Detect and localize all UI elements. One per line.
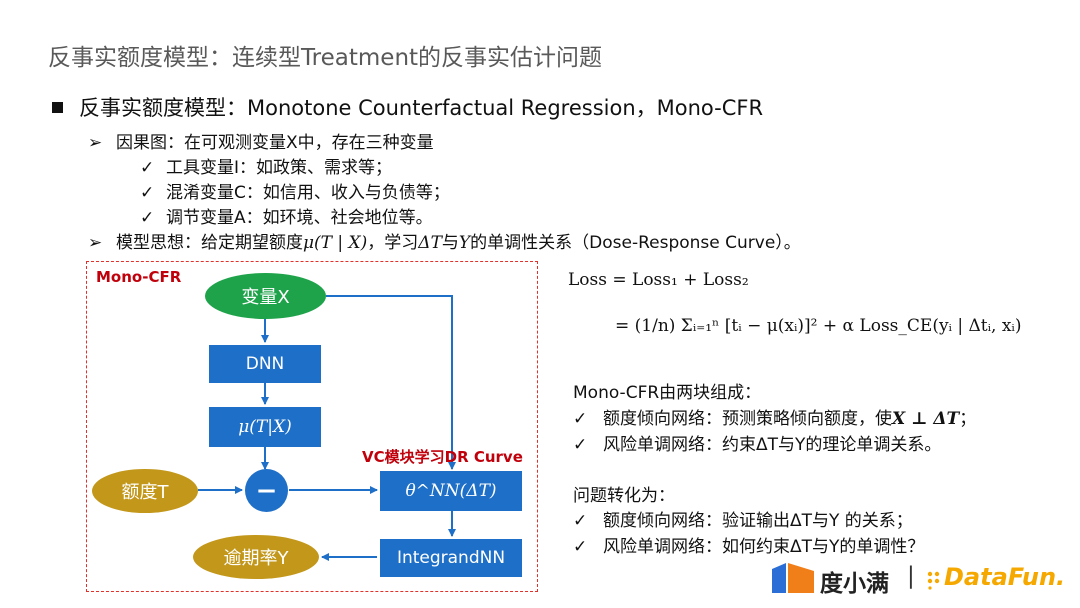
model-idea-y: Y [458,233,471,253]
causal-item-1: ✓ 工具变量I：如政策、需求等； [140,153,392,178]
causal-graph-heading-text: 因果图：在可观测变量X中，存在三种变量 [116,133,434,153]
model-idea-suffix: 的单调性关系（Dose-Response Curve）。 [470,233,801,253]
node-default-rate-y-label: 逾期率Y [223,548,289,569]
duxiaoman-logo-icon [772,563,814,593]
composition-item-1-end: ； [959,409,977,429]
model-idea-and: 与 [441,233,459,253]
main-bullet-text: 反事实额度模型：Monotone Counterfactual Regressi… [79,96,764,120]
problem-item-1: ✓ 额度倾向网络：验证输出ΔT与Y 的关系； [573,506,913,531]
composition-item-1-text: 额度倾向网络：预测策略倾向额度，使 [603,409,892,429]
page-title: 反事实额度模型：连续型Treatment的反事实估计问题 [48,45,603,71]
causal-item-2: ✓ 混淆变量C：如信用、收入与负债等； [140,178,450,203]
duxiaoman-logo-text: 度小满 [820,571,889,597]
model-idea-mu: μ(T | X) [303,233,368,253]
minus-operator-label: − [255,475,278,506]
problem-item-2: ✓ 风险单调网络：如何约束ΔT与Y的单调性？ [573,532,924,557]
vc-module-label: VC模块学习DR Curve [362,448,523,466]
square-bullet-icon [52,101,63,113]
arrow-x-to-theta [326,295,456,470]
causal-item-2-text: 混淆变量C：如信用、收入与负债等； [166,183,450,203]
datafun-logo-text: DataFun. [944,563,1066,591]
problem-item-2-text: 风险单调网络：如何约束ΔT与Y的单调性？ [603,537,925,557]
check-icon: ✓ [573,409,588,429]
mono-cfr-frame [86,261,538,592]
causal-item-3: ✓ 调节变量A：如环境、社会地位等。 [140,203,433,228]
check-icon: ✓ [140,158,155,178]
minus-operator-icon: − [245,469,288,512]
mono-cfr-label: Mono-CFR [96,268,182,286]
composition-item-2: ✓ 风险单调网络：约束ΔT与Y的理论单调关系。 [573,430,941,455]
check-icon: ✓ [573,511,588,531]
causal-item-1-text: 工具变量I：如政策、需求等； [166,158,393,178]
check-icon: ✓ [140,183,155,203]
node-dnn: DNN [209,345,321,383]
model-idea: ➢ 模型思想：给定期望额度μ(T | X)，学习ΔT与Y的单调性关系（Dose-R… [88,228,801,253]
problem-item-1-text: 额度倾向网络：验证输出ΔT与Y 的关系； [603,511,913,531]
node-credit-t-label: 额度T [121,482,169,503]
composition-item-1-math: X ⊥ ΔT [892,409,960,429]
node-mu: μ(T|X) [209,407,321,447]
check-icon: ✓ [140,208,155,228]
model-idea-prefix: 模型思想：给定期望额度 [116,233,303,253]
node-integrandnn-label: IntegrandNN [396,548,506,568]
loss-formula-line2: = (1/n) Σᵢ₌₁ⁿ [tᵢ − μ(xᵢ)]² + α Loss_CE(… [615,316,1022,336]
model-idea-middle: ，学习 [367,233,419,253]
node-variable-x-label: 变量X [241,287,290,308]
causal-item-3-text: 调节变量A：如环境、社会地位等。 [166,208,433,228]
composition-item-2-text: 风险单调网络：约束ΔT与Y的理论单调关系。 [603,435,942,455]
node-dnn-label: DNN [245,354,285,374]
causal-graph-heading: ➢ 因果图：在可观测变量X中，存在三种变量 [88,128,434,153]
loss-formula-line1: Loss = Loss₁ + Loss₂ [568,270,749,290]
composition-item-1: ✓ 额度倾向网络：预测策略倾向额度，使X ⊥ ΔT； [573,404,976,429]
logo-divider: | [907,563,915,589]
check-icon: ✓ [573,435,588,455]
node-theta-label: θ^NN(ΔT) [405,481,497,501]
check-icon: ✓ [573,537,588,557]
node-variable-x: 变量X [205,273,326,319]
composition-heading: Mono-CFR由两块组成： [573,383,762,403]
model-idea-dt: ΔT [418,233,442,253]
arrow-bullet-icon: ➢ [88,133,103,153]
node-default-rate-y: 逾期率Y [193,535,319,579]
node-mu-label: μ(T|X) [238,417,292,437]
main-bullet: 反事实额度模型：Monotone Counterfactual Regressi… [52,92,763,122]
node-integrandnn: IntegrandNN [380,539,522,577]
problem-heading: 问题转化为： [573,486,675,506]
arrow-bullet-icon: ➢ [88,233,103,253]
node-theta: θ^NN(ΔT) [380,471,522,511]
node-credit-t: 额度T [92,469,198,513]
datafun-dots-icon [927,571,940,590]
